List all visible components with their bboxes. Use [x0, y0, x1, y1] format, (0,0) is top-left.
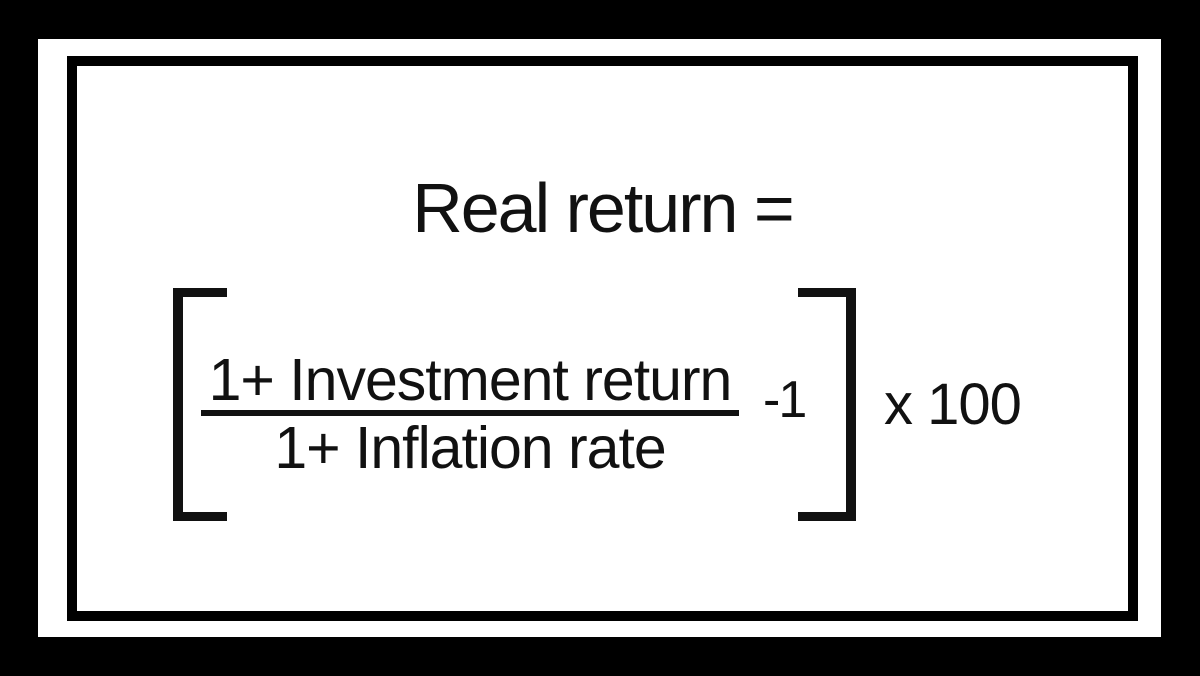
fraction-bar	[201, 410, 739, 416]
inner-border-frame	[67, 56, 1138, 621]
left-bracket-icon	[173, 288, 227, 521]
multiply-by-100-term: x 100	[884, 372, 1022, 437]
right-bracket-icon	[798, 288, 856, 521]
formula-title: Real return =	[412, 169, 795, 247]
fraction-numerator: 1+ Investment return	[208, 347, 733, 413]
minus-one-term: -1	[763, 371, 807, 429]
fraction-denominator: 1+ Inflation rate	[274, 415, 666, 481]
